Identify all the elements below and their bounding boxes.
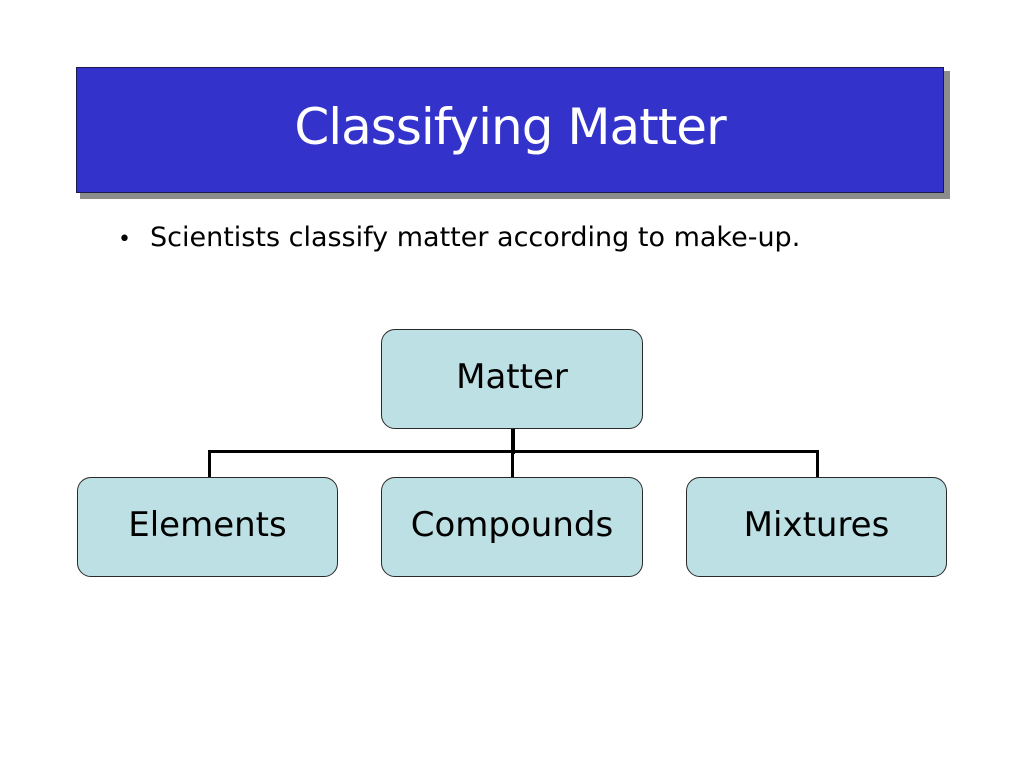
bullet-item: • Scientists classify matter according t… <box>118 222 800 253</box>
node-mixtures: Mixtures <box>686 477 947 577</box>
node-compounds: Compounds <box>381 477 643 577</box>
connector-mixtures-drop <box>816 450 819 478</box>
connector-root-stem <box>511 428 515 454</box>
node-elements-label: Elements <box>128 505 287 545</box>
node-matter-label: Matter <box>456 357 568 397</box>
node-mixtures-label: Mixtures <box>743 505 890 545</box>
slide-title: Classifying Matter <box>294 98 726 156</box>
node-matter: Matter <box>381 329 643 429</box>
bullet-icon: • <box>118 227 131 252</box>
node-elements: Elements <box>77 477 338 577</box>
node-compounds-label: Compounds <box>410 505 614 545</box>
connector-elements-drop <box>208 450 211 478</box>
bullet-text: Scientists classify matter according to … <box>150 222 801 253</box>
title-banner: Classifying Matter <box>76 67 944 193</box>
connector-compounds-drop <box>511 450 514 478</box>
